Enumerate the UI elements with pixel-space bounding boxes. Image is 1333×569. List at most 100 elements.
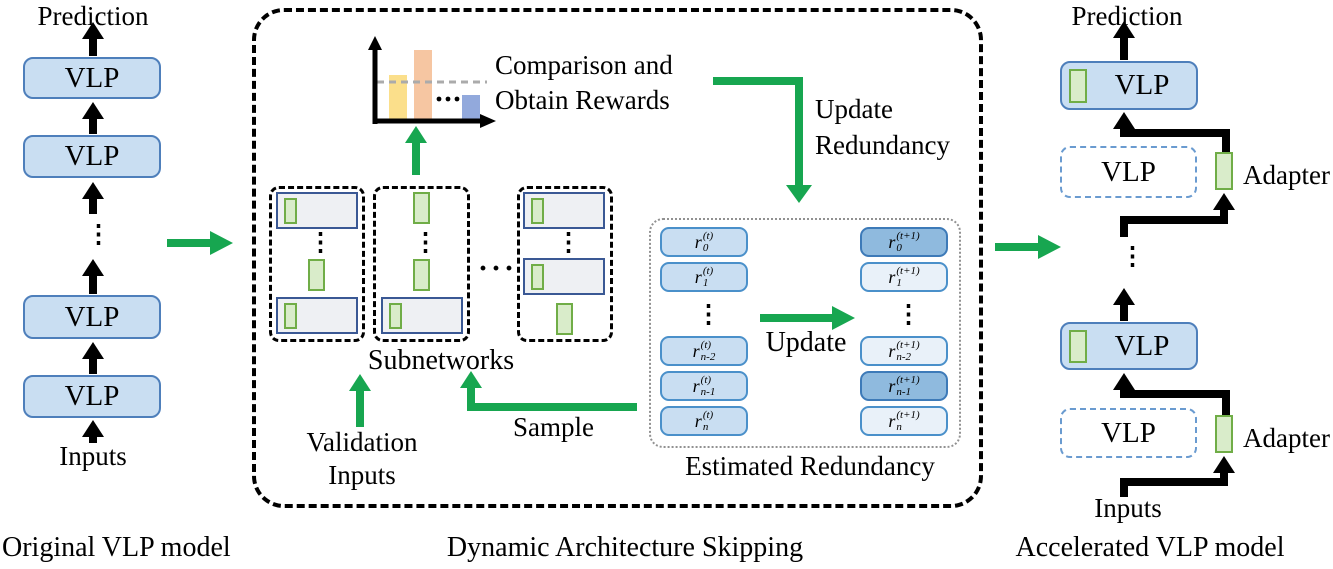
up-arrow-shaft xyxy=(89,197,97,214)
chart-bar-orange xyxy=(414,50,432,120)
up-arrow-icon xyxy=(82,102,104,119)
vlp-block: VLP xyxy=(23,135,161,178)
up-arrow-shaft xyxy=(1120,303,1128,321)
update-redundancy-line1: Update xyxy=(815,94,893,124)
up-arrow-icon xyxy=(1213,193,1235,210)
sample-label: Sample xyxy=(513,412,594,442)
adapter-icon xyxy=(1215,152,1233,190)
adapter-icon xyxy=(1069,69,1087,103)
sample-arrow-h xyxy=(467,403,637,411)
vertical-ellipsis: ⋮ xyxy=(556,229,581,256)
vertical-ellipsis: ⋮ xyxy=(413,229,438,256)
redundancy-pill: r(t+1)n-2 xyxy=(860,336,948,366)
update-redundancy-arrow-v xyxy=(795,77,803,187)
adapter-icon xyxy=(1069,330,1087,363)
skip-line-stub xyxy=(1120,478,1128,497)
vlp-block-skipped: VLP xyxy=(1060,408,1197,458)
vlp-block-label: VLP xyxy=(64,380,120,412)
skip-line-v xyxy=(1220,208,1228,220)
subnet-layer-block xyxy=(381,297,463,334)
pill-var: r xyxy=(694,266,702,287)
pill-var: r xyxy=(692,340,700,361)
pill-sup: (t) xyxy=(700,338,712,351)
adapter-icon xyxy=(389,302,402,329)
redundancy-pill: r(t)n xyxy=(660,406,748,436)
vlp-block-label: VLP xyxy=(1114,329,1170,362)
subnetwork-box-1 xyxy=(269,186,365,342)
green-down-arrow-icon xyxy=(786,185,812,203)
up-arrow-icon xyxy=(1113,373,1135,390)
middle-caption: Dynamic Architecture Skipping xyxy=(446,532,804,563)
up-arrow-shaft xyxy=(89,435,97,443)
vertical-ellipsis: ⋮ xyxy=(86,221,111,248)
pill-var: r xyxy=(694,410,702,431)
adapter-icon xyxy=(413,192,430,224)
redundancy-pill: r(t)0 xyxy=(660,227,748,257)
pill-sub: n-1 xyxy=(700,386,716,398)
up-arrow-icon xyxy=(82,182,104,199)
vertical-ellipsis: ⋮ xyxy=(696,301,721,328)
validation-label-line2: Inputs xyxy=(328,460,396,490)
reward-label-line1: Comparison and xyxy=(495,50,673,80)
adapter-label: Adapter xyxy=(1243,160,1330,190)
green-right-arrow-icon xyxy=(1038,235,1061,259)
skip-line-h xyxy=(1120,129,1230,137)
pill-sup: (t+1) xyxy=(896,229,920,242)
adapter-icon xyxy=(284,197,297,224)
estimated-redundancy-box xyxy=(649,218,961,448)
skip-line-h xyxy=(1120,216,1228,224)
vertical-ellipsis: ⋮ xyxy=(308,229,333,256)
pill-sub: 0 xyxy=(702,242,709,254)
redundancy-pill: r(t+1)n xyxy=(860,406,948,436)
up-arrow-shaft xyxy=(89,357,97,374)
vlp-block-label: VLP xyxy=(1101,155,1156,188)
up-arrow-icon xyxy=(1113,112,1135,129)
pill-sup: (t+1) xyxy=(896,408,920,421)
reward-label-line2: Obtain Rewards xyxy=(495,85,670,115)
pill-sub: n-1 xyxy=(896,386,912,398)
vlp-block-skipped: VLP xyxy=(1060,146,1197,198)
left-caption: Original VLP model xyxy=(2,532,231,563)
pill-sup: (t) xyxy=(700,373,712,386)
green-up-arrow-icon xyxy=(349,374,371,391)
update-arrow-shaft xyxy=(760,314,834,322)
pill-sub: n xyxy=(702,421,709,433)
bar-chart-icon xyxy=(368,36,496,128)
chart-ellipsis-dot xyxy=(445,96,451,102)
pill-sub: 0 xyxy=(896,242,902,254)
adapter-label: Adapter xyxy=(1243,423,1330,453)
up-arrow-icon xyxy=(82,259,104,276)
up-arrow-icon xyxy=(1213,456,1235,473)
update-label: Update xyxy=(765,327,847,358)
adapter-icon xyxy=(531,197,544,224)
pill-var: r xyxy=(692,375,700,396)
pill-var: r xyxy=(888,231,896,252)
pill-var: r xyxy=(888,340,896,361)
pill-sub: 1 xyxy=(702,277,709,289)
green-up-arrow-icon xyxy=(405,126,427,143)
up-arrow-shaft xyxy=(89,37,97,56)
update-redundancy-arrow-h xyxy=(713,77,803,85)
vertical-ellipsis: ⋮ xyxy=(1120,243,1145,270)
update-redundancy-line2: Redundancy xyxy=(815,130,950,160)
up-arrow-icon xyxy=(1113,21,1135,38)
vlp-block-label: VLP xyxy=(64,61,120,94)
adapter-icon xyxy=(1215,415,1233,453)
skip-line-v xyxy=(1220,471,1228,482)
redundancy-pill: r(t)n-2 xyxy=(660,336,748,366)
up-arrow-shaft xyxy=(89,117,97,134)
chart-ellipsis-dot xyxy=(454,96,460,102)
pill-sub: n-2 xyxy=(700,351,716,363)
pill-sup: (t) xyxy=(702,264,714,277)
dynamic-skipping-panel xyxy=(252,8,983,508)
sample-arrow-v xyxy=(467,387,475,407)
pill-sup: (t+1) xyxy=(896,373,920,386)
subnet-layer-block xyxy=(276,297,358,334)
pill-sub: n-2 xyxy=(896,351,912,363)
green-up-arrow-shaft xyxy=(412,141,420,175)
green-right-arrow-icon xyxy=(832,306,855,330)
up-arrow-shaft xyxy=(1120,36,1128,60)
pill-sub: n xyxy=(896,421,902,433)
skip-line-h xyxy=(1120,478,1228,486)
